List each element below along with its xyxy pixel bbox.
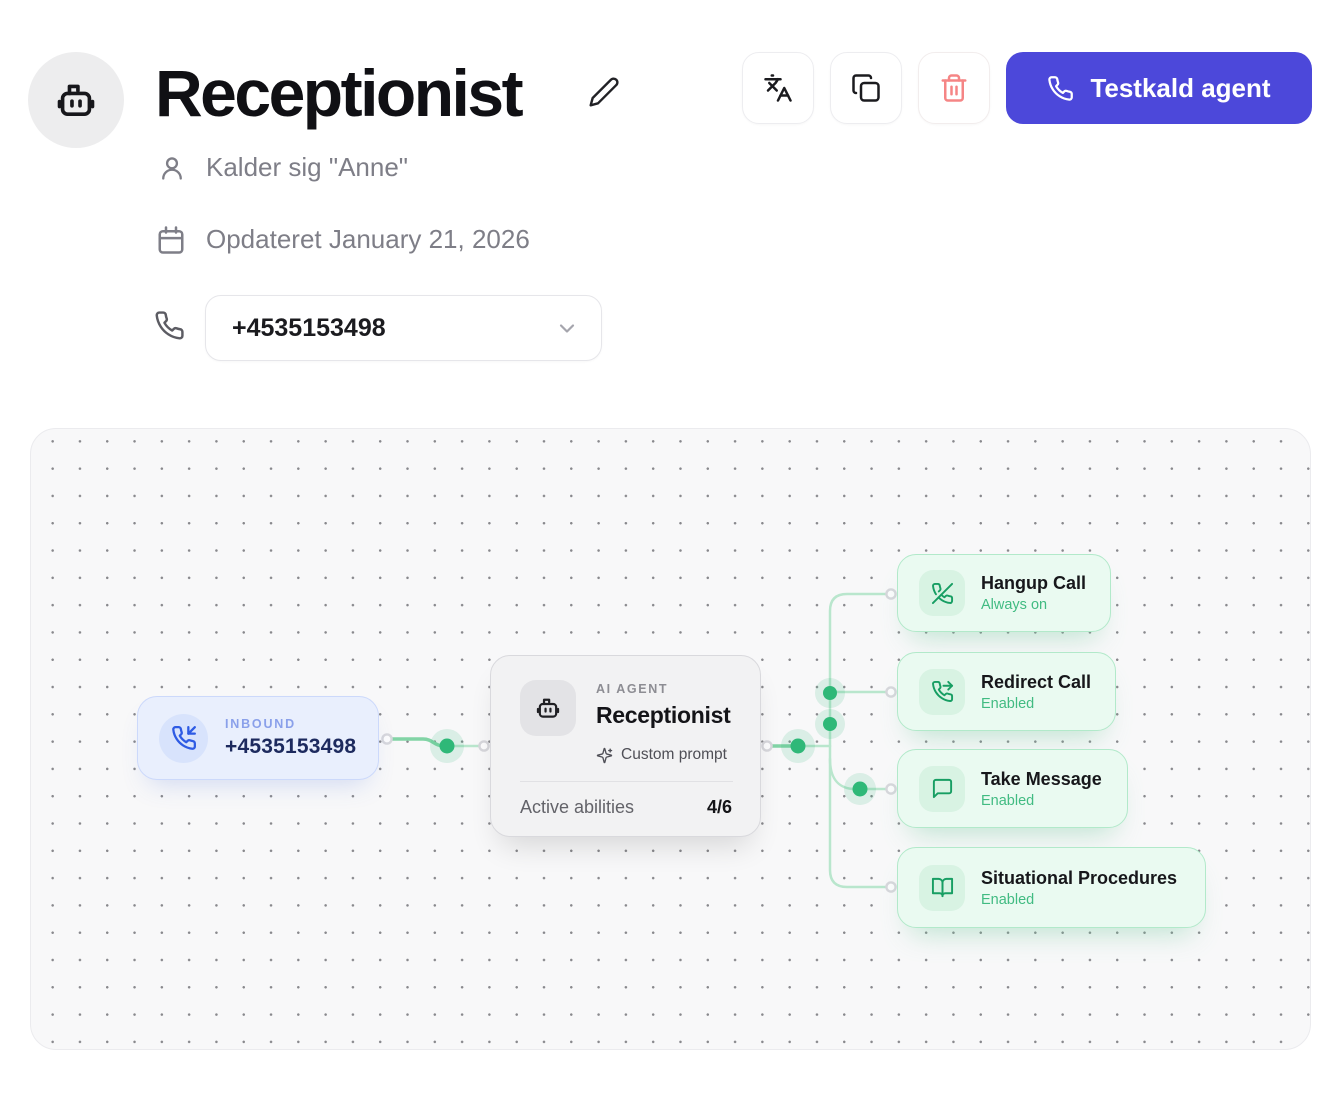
inbound-node-label: INBOUND <box>225 717 296 731</box>
chevron-down-icon <box>555 316 579 340</box>
custom-prompt-label: Custom prompt <box>621 746 727 763</box>
pencil-icon <box>588 76 620 108</box>
ability-status: Always on <box>981 597 1048 613</box>
ability-title: Redirect Call <box>981 671 1092 692</box>
phone-off-icon <box>919 570 965 616</box>
phone-forwarded-icon <box>919 668 965 715</box>
agent-node-kicker: AI AGENT <box>596 682 669 696</box>
edit-title-button[interactable] <box>584 72 624 112</box>
duplicate-button[interactable] <box>830 52 902 124</box>
active-abilities-count: 4/6 <box>706 797 732 817</box>
languages-icon <box>763 73 793 103</box>
inbound-number-node[interactable]: INBOUND +4535153498 <box>137 696 379 780</box>
page-title: Receptionist <box>155 56 524 130</box>
message-square-icon <box>919 765 965 812</box>
hangup-call-node[interactable]: Hangup Call Always on <box>897 554 1111 632</box>
phone-icon <box>154 310 185 341</box>
phone-incoming-icon <box>159 713 208 763</box>
ability-title: Hangup Call <box>981 573 1087 593</box>
sparkles-icon <box>596 747 613 764</box>
ability-title: Take Message <box>981 768 1102 789</box>
ability-status: Enabled <box>981 695 1035 712</box>
situational-procedures-node[interactable]: Situational Procedures Enabled <box>897 847 1206 928</box>
delete-button[interactable] <box>918 52 990 124</box>
ability-status: Enabled <box>981 792 1035 809</box>
avatar <box>28 52 124 148</box>
test-call-label: Testkald agent <box>1090 72 1271 103</box>
translate-button[interactable] <box>742 52 814 124</box>
robot-icon <box>520 680 576 736</box>
updated-date: Opdateret January 21, 2026 <box>206 224 530 254</box>
agent-node-name: Receptionist <box>596 702 731 728</box>
redirect-call-node[interactable]: Redirect Call Enabled <box>897 652 1116 731</box>
phone-number-value: +4535153498 <box>232 313 386 342</box>
ability-title: Situational Procedures <box>981 867 1178 888</box>
take-message-node[interactable]: Take Message Enabled <box>897 749 1128 828</box>
inbound-node-number: +4535153498 <box>225 735 357 758</box>
agent-callsign: Kalder sig "Anne" <box>206 152 409 182</box>
flow-canvas[interactable]: INBOUND +4535153498 AI AGENT Receptionis… <box>30 428 1311 1050</box>
phone-icon <box>1047 75 1074 102</box>
user-icon <box>158 154 186 182</box>
ability-status: Enabled <box>981 891 1035 908</box>
test-call-button[interactable]: Testkald agent <box>1006 52 1312 124</box>
calendar-icon <box>156 225 186 255</box>
flow-connectors <box>381 588 897 893</box>
ai-agent-node[interactable]: AI AGENT Receptionist Custom prompt Acti… <box>490 655 761 837</box>
active-abilities-label: Active abilities <box>520 797 635 817</box>
copy-icon <box>851 73 881 103</box>
phone-number-select[interactable]: +4535153498 <box>205 295 602 361</box>
divider <box>520 781 733 782</box>
robot-icon <box>53 77 99 123</box>
trash-icon <box>939 73 969 103</box>
book-open-icon <box>919 864 965 911</box>
